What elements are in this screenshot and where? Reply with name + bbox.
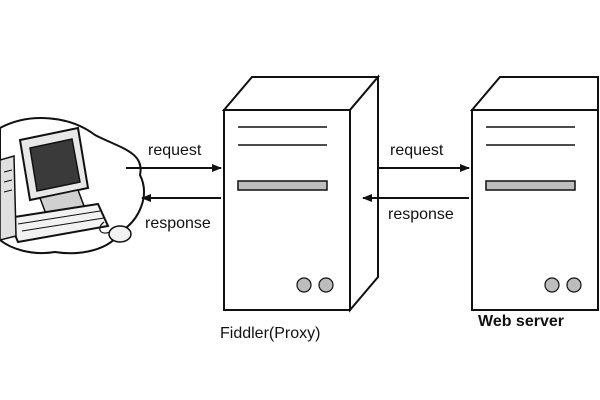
proxy-server-icon	[221, 74, 381, 313]
proxy-label: Fiddler(Proxy)	[220, 325, 321, 342]
request-label-right: request	[390, 142, 444, 159]
request-label-left: request	[148, 142, 202, 159]
response-label-left: response	[145, 215, 211, 232]
web-server-icon	[469, 76, 599, 311]
computer-icon	[0, 117, 145, 255]
web-server-label: Web server	[478, 313, 564, 330]
response-label-right: response	[388, 206, 454, 223]
